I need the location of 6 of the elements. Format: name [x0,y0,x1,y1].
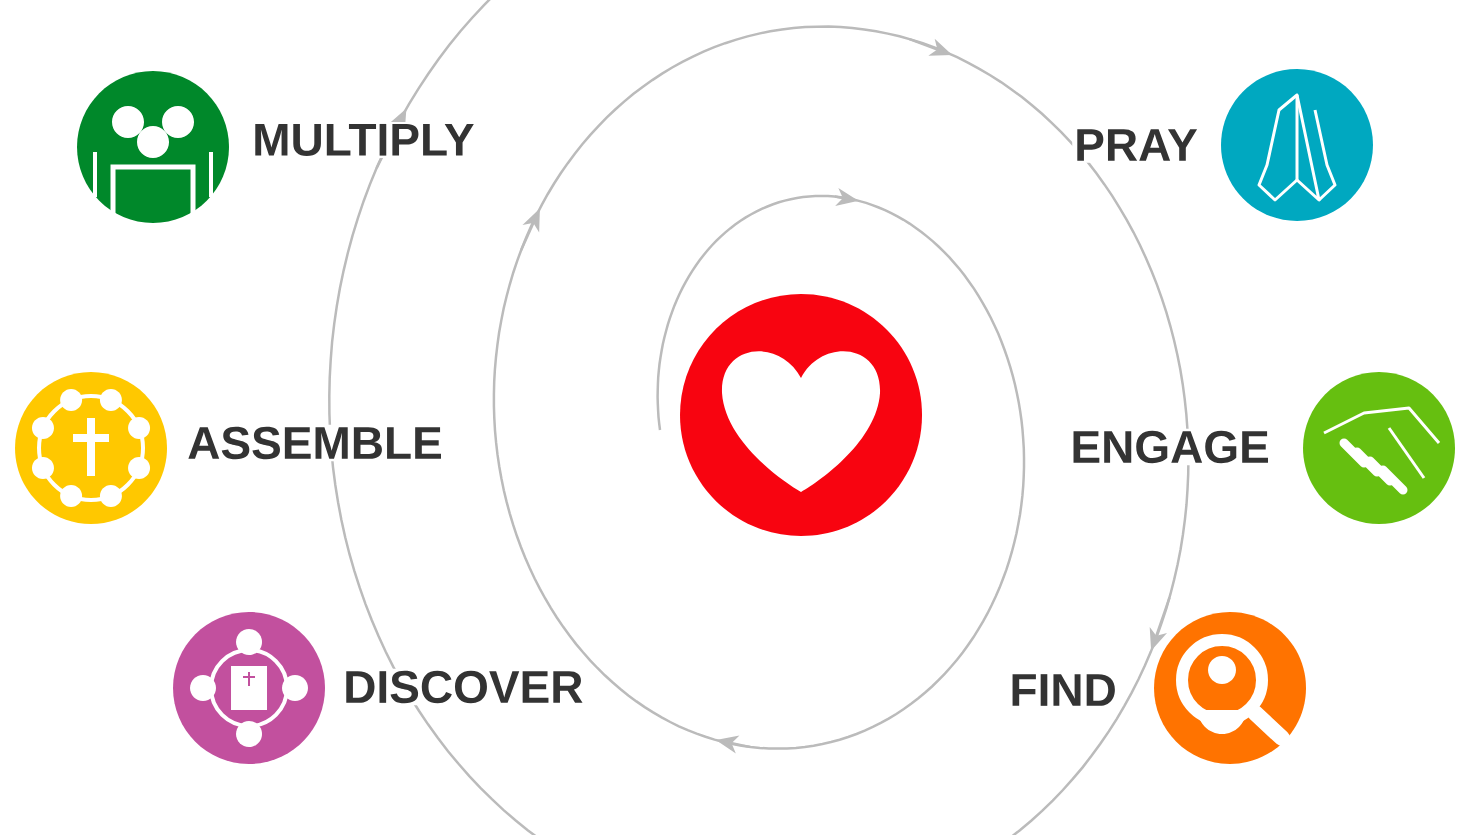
step-label: ENGAGE [1068,428,1272,466]
step-label: ASSEMBLE [185,424,445,462]
step-label: PRAY [1072,127,1200,163]
step-label: DISCOVER [341,668,586,706]
step-label: FIND [1007,672,1119,708]
step-label: MULTIPLY [250,121,477,159]
